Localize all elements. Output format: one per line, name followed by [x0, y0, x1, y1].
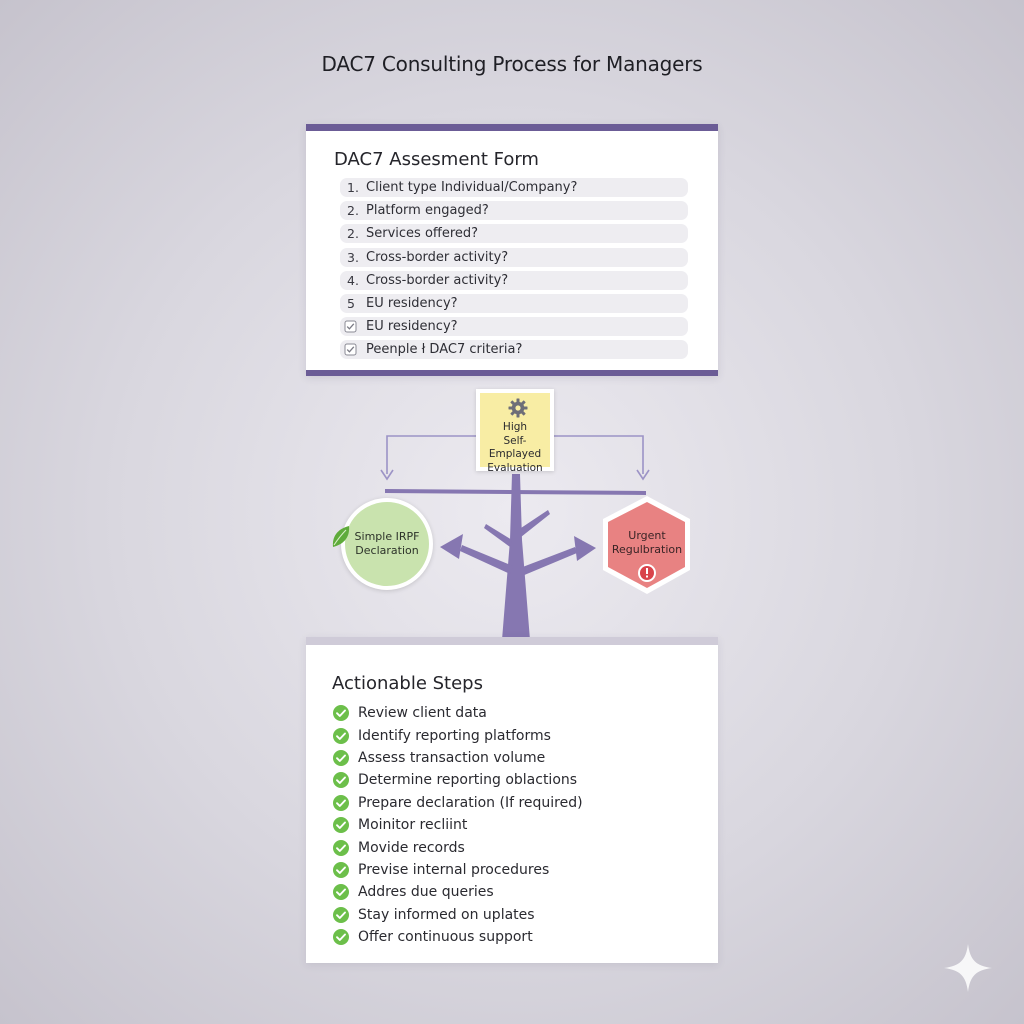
page-title: DAC7 Consulting Process for Managers — [321, 52, 703, 76]
question-text: Platform engaged? — [366, 203, 489, 219]
assessment-form-card: DAC7 Assesment Form 1. Client type Indiv… — [306, 124, 718, 376]
step-text: Determine reporting oblactions — [358, 772, 578, 789]
decision-label: High Self-Emplayed Evaluation — [480, 421, 550, 475]
arrow-left-head — [380, 469, 394, 481]
check-circle-icon — [333, 705, 349, 722]
outcome-line: Urgent — [628, 529, 666, 542]
tree-twig-upper-left — [484, 524, 512, 547]
question-row: 2. Services offered? — [340, 224, 688, 244]
question-row: EU residency? — [340, 317, 688, 337]
connector-right — [554, 435, 644, 474]
question-text: EU residency? — [366, 319, 458, 335]
step-text: Review client data — [358, 705, 487, 722]
checkbox-icon[interactable] — [340, 343, 366, 356]
assessment-question-list: 1. Client type Individual/Company? 2. Pl… — [340, 178, 688, 364]
question-row: Peenple ł DAC7 criteria? — [340, 340, 688, 360]
tree-branch-right — [520, 547, 577, 576]
check-circle-icon — [333, 817, 349, 834]
outcome-line: Declaration — [355, 544, 419, 557]
decision-line: Evaluation — [487, 461, 543, 474]
simple-declaration-label: Simple IRPF Declaration — [345, 530, 429, 558]
question-row: 4. Cross-border activity? — [340, 270, 688, 290]
question-text: Cross-border activity? — [366, 249, 509, 265]
check-circle-icon — [333, 929, 349, 946]
question-row: 1. Client type Individual/Company? — [340, 178, 688, 197]
question-text: Cross-border activity? — [366, 272, 509, 288]
step-text: Offer continuous support — [358, 929, 533, 946]
check-circle-icon — [333, 884, 349, 901]
step-text: Previse internal procedures — [358, 861, 550, 878]
question-number: 3. — [347, 249, 359, 265]
question-text: Client type Individual/Company? — [366, 180, 578, 195]
step-item: Review client data — [332, 702, 583, 724]
step-item: Stay informed on uplates — [332, 904, 583, 926]
actionable-steps-card: Actionable Steps Review client data Iden… — [306, 637, 718, 963]
step-item: Offer continuous support — [332, 926, 583, 948]
actionable-steps-list: Review client data Identify reporting pl… — [332, 702, 583, 948]
sparkle-icon — [944, 944, 992, 992]
step-item: Addres due queries — [332, 881, 583, 903]
leaf-icon — [329, 523, 353, 549]
step-item: Moinitor recliint — [332, 814, 583, 836]
arrow-branch-right — [574, 536, 596, 561]
question-row: 2. Platform engaged? — [340, 201, 688, 221]
step-item: Assess transaction volume — [332, 747, 583, 769]
connector-left — [386, 435, 476, 474]
question-number: 4. — [347, 272, 359, 288]
check-circle-icon — [333, 906, 349, 923]
step-item: Determine reporting oblactions — [332, 769, 583, 791]
question-row: 3. Cross-border activity? — [340, 247, 688, 267]
check-circle-icon — [333, 749, 349, 766]
step-text: Identify reporting platforms — [358, 727, 551, 744]
tree-branch-left — [460, 545, 513, 574]
check-circle-icon — [333, 861, 349, 878]
arrow-branch-left — [440, 534, 463, 559]
simple-declaration-node: Simple IRPF Declaration — [341, 498, 433, 590]
actionable-steps-title: Actionable Steps — [332, 673, 483, 694]
check-circle-icon — [333, 794, 349, 811]
arrow-right-head — [636, 469, 650, 481]
decision-line: High — [502, 421, 528, 433]
urgent-hexagon — [608, 502, 685, 588]
step-text: Moinitor recliint — [358, 817, 468, 834]
outcome-line: Regulbration — [611, 543, 683, 556]
outcome-line: Simple IRPF — [354, 530, 420, 543]
question-number: 5 — [347, 295, 355, 311]
tree-twig-upper-right — [518, 510, 550, 537]
step-text: Movide records — [358, 839, 465, 856]
tree-trunk — [502, 474, 530, 640]
warning-icon — [638, 564, 656, 582]
step-item: Prepare declaration (If required) — [332, 792, 583, 814]
question-number: 2. — [347, 203, 359, 219]
question-text: Peenple ł DAC7 criteria? — [366, 342, 523, 358]
decision-line: Self-Emplayed — [488, 434, 542, 461]
check-circle-icon — [333, 727, 349, 744]
check-circle-icon — [333, 772, 349, 789]
question-text: Services offered? — [366, 226, 479, 242]
checkbox-icon[interactable] — [340, 320, 366, 333]
check-circle-icon — [333, 839, 349, 856]
step-text: Stay informed on uplates — [358, 906, 535, 923]
assessment-form-title: DAC7 Assesment Form — [334, 149, 539, 170]
step-item: Previse internal procedures — [332, 859, 583, 881]
step-text: Prepare declaration (If required) — [358, 794, 583, 811]
question-number: 1. — [347, 180, 359, 195]
question-row: 5 EU residency? — [340, 293, 688, 313]
urgent-regularisation-label: Urgent Regulbration — [602, 529, 692, 557]
step-text: Assess transaction volume — [358, 749, 546, 766]
evaluation-decision-box: High Self-Emplayed Evaluation — [476, 389, 554, 474]
gear-icon — [507, 397, 529, 419]
question-text: EU residency? — [366, 295, 458, 311]
step-item: Identify reporting platforms — [332, 724, 583, 746]
step-item: Movide records — [332, 836, 583, 858]
question-number: 2. — [347, 226, 359, 242]
step-text: Addres due queries — [358, 884, 494, 901]
